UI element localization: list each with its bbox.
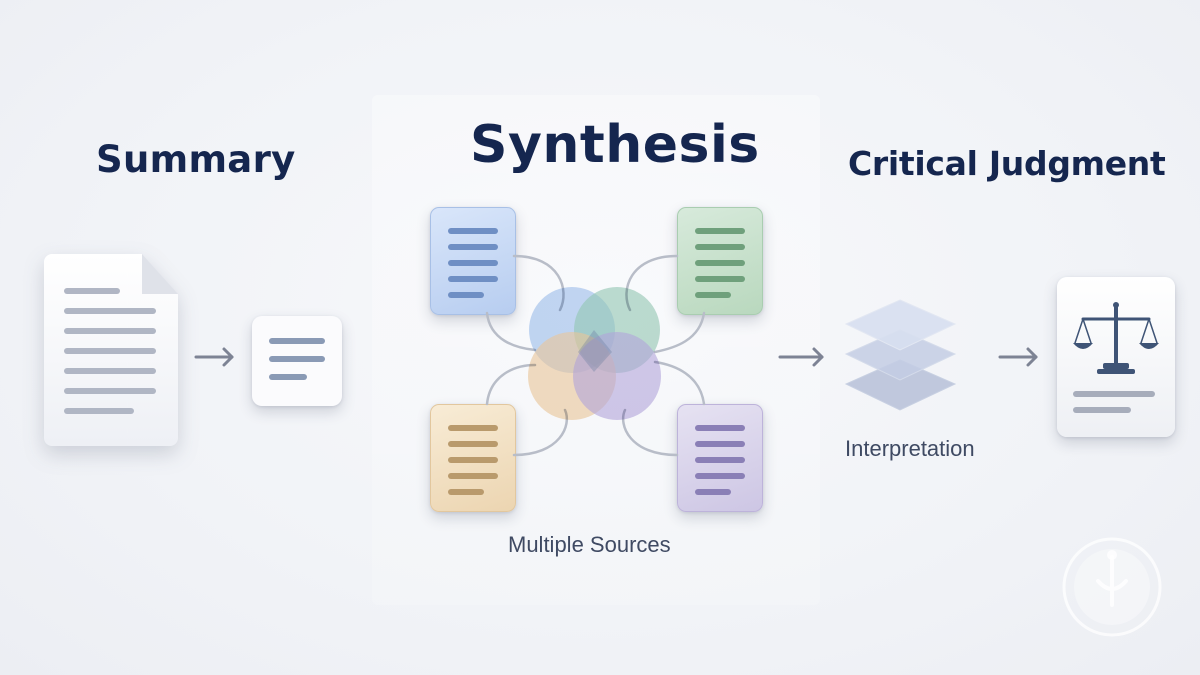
summary-heading: Summary bbox=[96, 138, 296, 181]
document-icon bbox=[44, 254, 178, 446]
scales-of-justice-icon bbox=[1073, 302, 1159, 374]
critical-judgment-heading: Critical Judgment bbox=[848, 144, 1166, 183]
venn-diagram-icon bbox=[528, 287, 661, 420]
page-fold bbox=[142, 254, 178, 294]
blue-document-icon bbox=[430, 207, 516, 315]
judgment-document bbox=[1057, 277, 1175, 437]
orange-document-icon bbox=[430, 404, 516, 512]
multiple-sources-caption: Multiple Sources bbox=[508, 532, 671, 557]
short-document-icon bbox=[252, 316, 342, 406]
badge-logo bbox=[1062, 537, 1162, 637]
arrow-judgment-icon bbox=[998, 347, 1038, 367]
arrow-summary-icon bbox=[194, 347, 234, 367]
arrow-synthesis-icon bbox=[778, 347, 824, 367]
interpretation-caption: Interpretation bbox=[845, 436, 975, 461]
synthesis-heading: Synthesis bbox=[470, 115, 760, 175]
green-document-icon bbox=[677, 207, 763, 315]
layers-icon bbox=[844, 299, 957, 411]
purple-document-icon bbox=[677, 404, 763, 512]
